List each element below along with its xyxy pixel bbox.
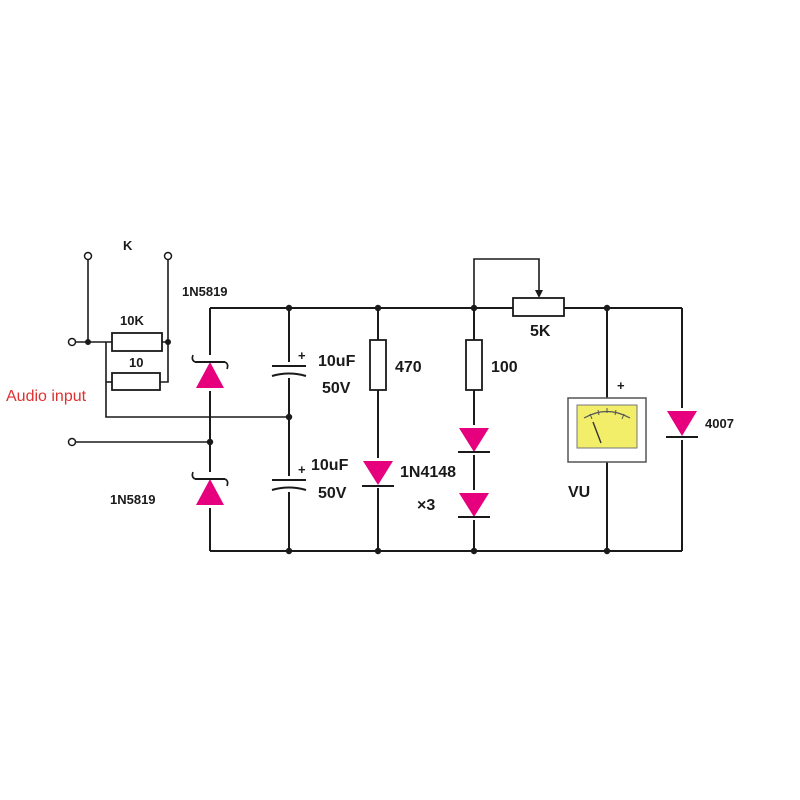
vu-meter-needle bbox=[592, 421, 602, 444]
midpoint-bus-wire bbox=[105, 342, 289, 418]
diode-1n4148 bbox=[362, 458, 394, 488]
label-schottky-bottom: 1N5819 bbox=[110, 492, 156, 507]
label-resistor-10: 10 bbox=[129, 355, 143, 370]
cap-bottom-plus: + bbox=[298, 462, 306, 477]
diode-4007 bbox=[666, 408, 698, 440]
label-resistor-470: 470 bbox=[395, 359, 422, 376]
diode-series-2 bbox=[458, 490, 490, 520]
switch-terminal-left bbox=[83, 251, 93, 261]
label-cap-top-voltage: 50V bbox=[322, 380, 351, 397]
cap-top-plus: + bbox=[298, 348, 306, 363]
resistor-100 bbox=[465, 339, 483, 391]
potentiometer-5k bbox=[512, 297, 565, 317]
label-diode-count: ×3 bbox=[417, 497, 435, 514]
diode-series-1 bbox=[458, 425, 490, 455]
switch-right-wire bbox=[160, 258, 169, 383]
label-audio-input: Audio input bbox=[6, 388, 87, 405]
labels: K 1N5819 10K 10 Audio input 1N5819 + 10u… bbox=[6, 238, 734, 514]
label-resistor-10k: 10K bbox=[120, 313, 144, 328]
input-terminal-bottom bbox=[67, 437, 77, 447]
resistor-470 bbox=[369, 339, 387, 391]
label-pot-5k: 5K bbox=[530, 323, 551, 340]
label-resistor-100: 100 bbox=[491, 359, 518, 376]
label-cap-bottom-voltage: 50V bbox=[318, 485, 347, 502]
resistor-10k bbox=[111, 332, 163, 352]
capacitor-top bbox=[270, 362, 310, 378]
schottky-diode-top bbox=[191, 354, 229, 391]
label-diode-1n4148: 1N4148 bbox=[400, 464, 456, 481]
terminals bbox=[67, 251, 173, 447]
pot-wiper-wire bbox=[473, 258, 540, 308]
meter-plus: + bbox=[617, 378, 625, 393]
vu-meter bbox=[567, 397, 647, 463]
label-diode-4007: 4007 bbox=[705, 416, 734, 431]
junction-nodes bbox=[85, 304, 611, 555]
resistor-10 bbox=[111, 372, 161, 391]
label-switch: K bbox=[123, 238, 133, 253]
capacitor-bottom bbox=[270, 476, 310, 492]
label-cap-top-value: 10uF bbox=[318, 353, 356, 370]
label-meter: VU bbox=[568, 484, 590, 501]
switch-terminal-right bbox=[163, 251, 173, 261]
schottky-diode-bottom bbox=[191, 471, 229, 508]
diode-triangle bbox=[196, 362, 224, 388]
pot-wiper-arrow bbox=[535, 290, 543, 298]
label-cap-bottom-value: 10uF bbox=[311, 457, 349, 474]
input-terminal-top bbox=[67, 337, 77, 347]
label-schottky-top: 1N5819 bbox=[182, 284, 228, 299]
